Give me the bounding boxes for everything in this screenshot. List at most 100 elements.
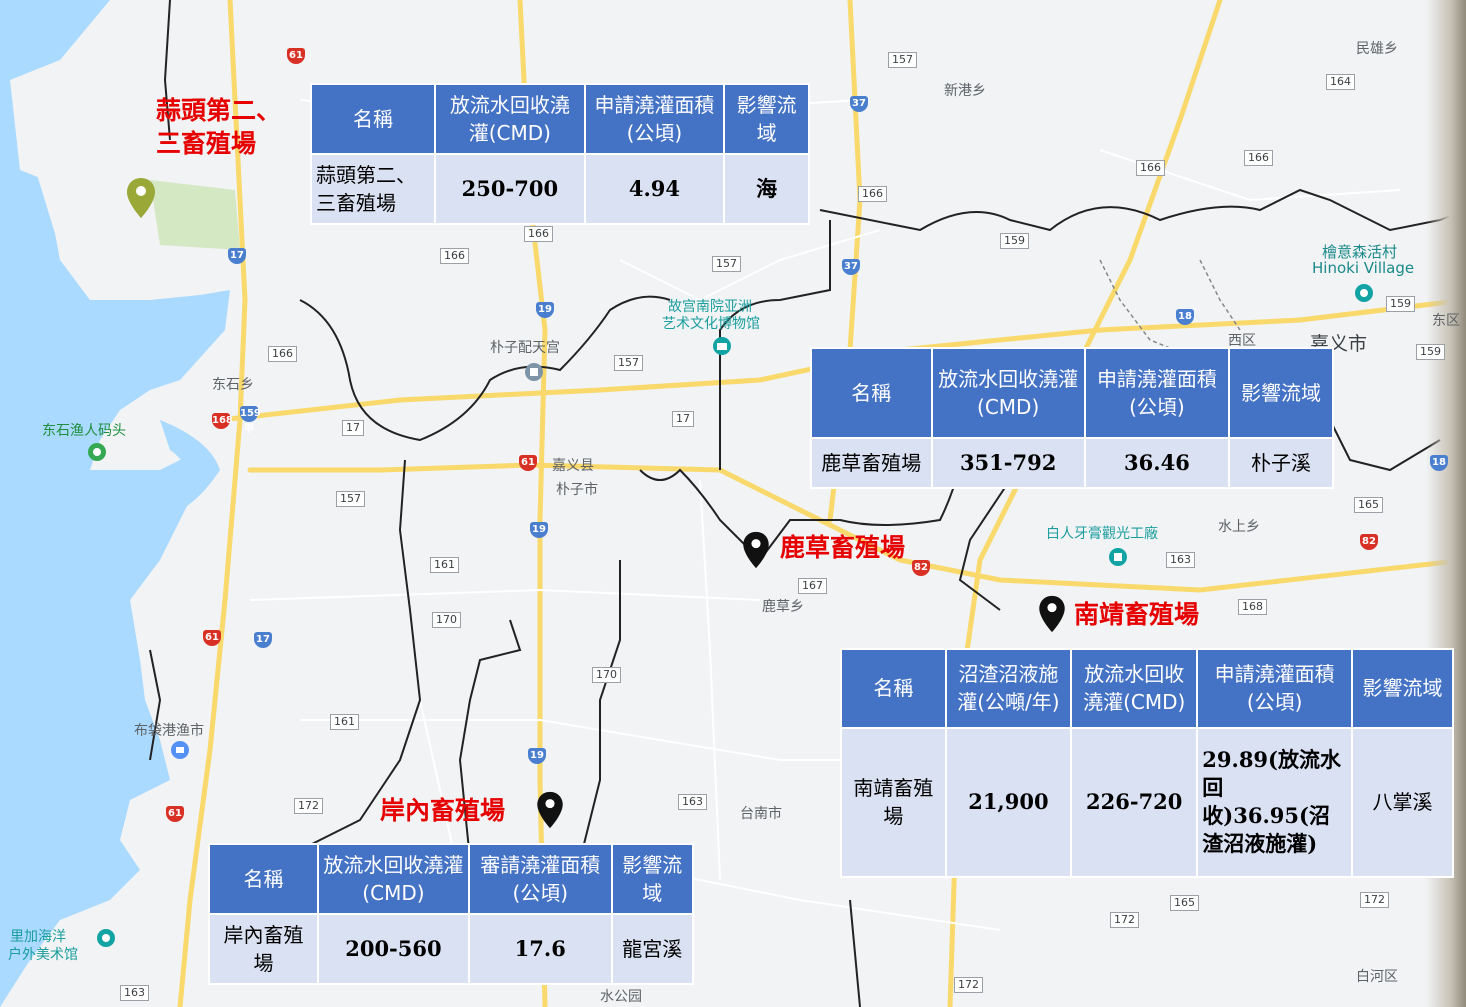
highway-61-shield: 168 xyxy=(212,413,233,429)
highway-17-shield: 17 xyxy=(228,248,246,264)
road-172-shield: 172 xyxy=(1110,912,1139,928)
road-166-shield: 166 xyxy=(524,226,553,242)
cell-basin: 龍宮溪 xyxy=(610,913,695,985)
highway-61-shield: 61 xyxy=(166,806,184,822)
road-164-shield: 164 xyxy=(1326,74,1355,90)
road-168-shield: 17 xyxy=(342,420,364,436)
table-header-row: 名稱 放流水回收澆灌(CMD) 申請澆灌面積(公頃) 影響流域 xyxy=(810,346,1334,440)
label-puzi-city: 朴子市 xyxy=(556,482,598,498)
road-159-shield: 159 xyxy=(1000,233,1029,249)
label-west-district: 西区 xyxy=(1228,333,1256,349)
table-header-row: 名稱 沼渣沼液施灌(公噸/年) 放流水回收澆灌(CMD) 申請澆灌面積(公頃) … xyxy=(840,648,1454,729)
road-167-shield: 167 xyxy=(798,578,827,594)
label-white-heron-factory[interactable]: 白人牙膏觀光工廠 xyxy=(1046,526,1158,542)
shopping-icon[interactable] xyxy=(170,740,190,764)
highway-61-shield: 61 xyxy=(287,48,305,64)
road-166-shield: 166 xyxy=(268,346,297,362)
highway-37-shield: 37 xyxy=(850,96,868,112)
label-tainan-city: 台南市 xyxy=(740,806,782,822)
lucao-farm-pin-icon[interactable] xyxy=(742,530,770,570)
suantou-farm-pin-icon[interactable] xyxy=(126,176,156,220)
cell-name: 南靖畜殖場 xyxy=(840,726,947,879)
highway-19-shield: 19 xyxy=(528,748,546,764)
road-157-shield: 157 xyxy=(614,355,643,371)
nanjing-info-table: 名稱 沼渣沼液施灌(公噸/年) 放流水回收澆灌(CMD) 申請澆灌面積(公頃) … xyxy=(840,648,1454,879)
header-name: 名稱 xyxy=(810,346,933,440)
estuary xyxy=(160,420,220,510)
highway-82-shield: 82 xyxy=(912,560,930,576)
header-cmd: 放流水回收澆灌(CMD) xyxy=(930,346,1086,440)
suantou-title-line2: 三畜殖場 xyxy=(156,129,257,158)
suantou-title-line1: 蒜頭第二、 xyxy=(156,96,282,125)
cell-cmd: 250-700 xyxy=(434,153,586,225)
header-cmd: 放流水回收澆灌(CMD) xyxy=(434,83,586,155)
road-172-shield: 172 xyxy=(1360,892,1389,908)
cell-basin: 海 xyxy=(723,153,810,225)
table-row: 岸內畜殖場 200-560 17.6 龍宮溪 xyxy=(208,913,695,985)
header-basin: 影響流域 xyxy=(1351,648,1454,729)
header-area: 申請澆灌面積(公頃) xyxy=(1083,346,1231,440)
header-cmd: 放流水回收澆灌(CMD) xyxy=(1070,648,1199,729)
label-dongshi: 东石乡 xyxy=(212,377,254,393)
road-157-shield: 157 xyxy=(336,491,365,507)
cell-sludge: 21,900 xyxy=(944,726,1073,879)
factory-icon[interactable] xyxy=(1108,547,1128,571)
label-budai-port[interactable]: 布袋港渔市 xyxy=(134,723,204,739)
label-dongshi-fishing-port[interactable]: 东石渔人码头 xyxy=(42,423,126,439)
highway-18-shield: 18 xyxy=(1430,455,1448,471)
highway-17-shield: 159甲 xyxy=(240,406,261,435)
art-museum-icon[interactable] xyxy=(96,928,116,952)
road-163-shield: 163 xyxy=(678,794,707,810)
label-shuishang: 水上乡 xyxy=(1218,519,1260,535)
road-165-shield: 165 xyxy=(1354,497,1383,513)
suantou-info-table: 名稱 放流水回收澆灌(CMD) 申請澆灌面積(公頃) 影響流域 蒜頭第二、三畜殖… xyxy=(309,83,810,225)
road-172-shield: 172 xyxy=(294,798,323,814)
village-icon[interactable] xyxy=(1354,283,1374,307)
highway-19-shield: 19 xyxy=(536,302,554,318)
cell-area: 4.94 xyxy=(583,153,726,225)
header-area: 審請澆灌面積(公頃) xyxy=(467,843,613,915)
highway-19-shield: 19 xyxy=(530,522,548,538)
table-header-row: 名稱 放流水回收澆灌(CMD) 申請澆灌面積(公頃) 影響流域 xyxy=(309,83,810,155)
header-cmd: 放流水回收澆灌(CMD) xyxy=(316,843,470,915)
road-157-shield: 157 xyxy=(888,52,917,68)
road-159-shield: 159 xyxy=(1386,296,1415,312)
museum-icon[interactable] xyxy=(712,336,732,360)
header-basin: 影響流域 xyxy=(1228,346,1334,440)
suantou-farm-title: 蒜頭第二、 三畜殖場 xyxy=(156,94,281,160)
highway-37-shield: 37 xyxy=(842,259,860,275)
label-museum-line2[interactable]: 艺术文化博物馆 xyxy=(662,316,760,332)
header-sludge: 沼渣沼液施灌(公噸/年) xyxy=(944,648,1073,729)
road-161-shield: 161 xyxy=(430,557,459,573)
label-hinoki-en[interactable]: Hinoki Village xyxy=(1312,259,1415,277)
sea xyxy=(0,0,230,1007)
temple-icon[interactable] xyxy=(524,362,544,386)
label-puzi-peitian[interactable]: 朴子配天宫 xyxy=(490,340,560,356)
cell-name: 岸內畜殖場 xyxy=(208,913,319,985)
cell-basin: 八掌溪 xyxy=(1351,726,1454,879)
header-name: 名稱 xyxy=(840,648,947,729)
annei-farm-title: 岸內畜殖場 xyxy=(380,796,506,825)
label-art-museum-line2[interactable]: 户外美术馆 xyxy=(8,947,78,963)
cell-cmd: 351-792 xyxy=(930,437,1086,489)
header-area: 申請澆灌面積(公頃) xyxy=(583,83,726,155)
cell-name: 鹿草畜殖場 xyxy=(810,437,933,489)
nanjing-farm-pin-icon[interactable] xyxy=(1038,594,1066,634)
label-museum-line1[interactable]: 故宫南院亚洲 xyxy=(668,299,752,315)
cell-area: 29.89(放流水回收)36.95(沼渣沼液施灌) xyxy=(1196,726,1354,879)
annei-farm-pin-icon[interactable] xyxy=(536,790,564,830)
road-166-shield: 166 xyxy=(1136,160,1165,176)
label-chiayi-county: 嘉义县 xyxy=(552,458,594,474)
nanjing-farm-title: 南靖畜殖場 xyxy=(1074,600,1200,629)
header-name: 名稱 xyxy=(309,83,437,155)
label-hinoki-zh[interactable]: 檜意森活村 xyxy=(1322,243,1398,261)
label-xingang: 新港乡 xyxy=(944,83,986,99)
road-172-shield: 172 xyxy=(954,977,983,993)
fishing-port-icon[interactable] xyxy=(87,442,107,466)
label-minxiong: 民雄乡 xyxy=(1356,41,1398,57)
highway-61-shield: 61 xyxy=(203,630,221,646)
label-water-park[interactable]: 水公园 xyxy=(600,989,642,1005)
cell-name: 蒜頭第二、三畜殖場 xyxy=(309,153,437,225)
label-art-museum-line1[interactable]: 里加海洋 xyxy=(10,929,66,945)
header-basin: 影響流域 xyxy=(723,83,810,155)
